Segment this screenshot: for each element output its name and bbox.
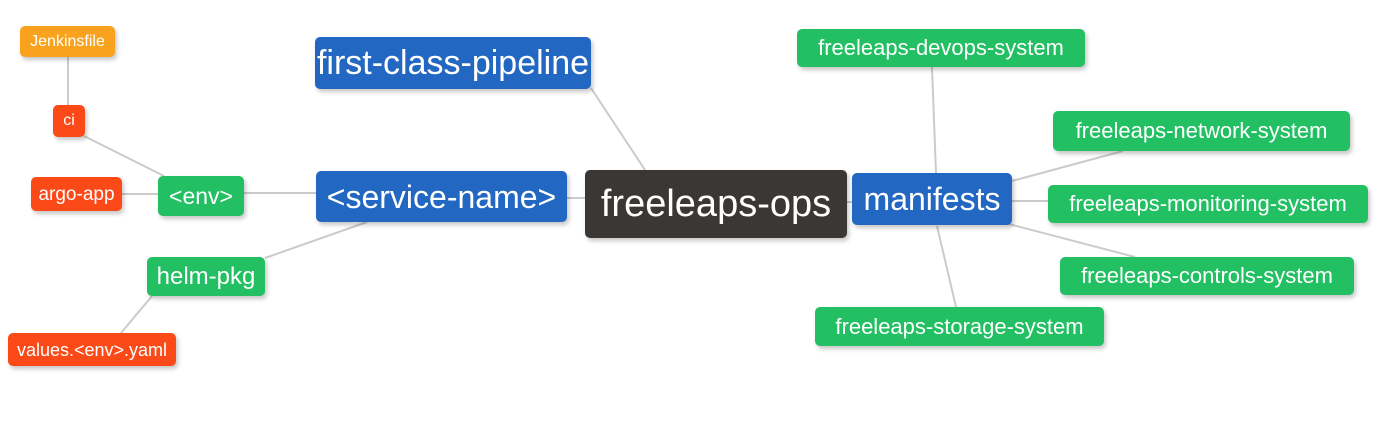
node-devops-system[interactable]: freeleaps-devops-system (797, 29, 1085, 67)
node-label: freeleaps-network-system (1075, 118, 1328, 143)
node-argo-app[interactable]: argo-app (31, 177, 122, 211)
node-manifests[interactable]: manifests (852, 173, 1012, 225)
edge-manifests-devops-system (931, 66, 937, 174)
edge-manifests-network-system (1011, 150, 1124, 182)
node-freeleaps-ops[interactable]: freeleaps-ops (585, 170, 847, 238)
node-label: values.<env>.yaml (16, 339, 168, 360)
node-label: Jenkinsfile (30, 32, 105, 50)
node-ci[interactable]: ci (53, 105, 85, 137)
edge-helm-pkg-service-name (264, 221, 368, 259)
node-label: manifests (863, 181, 1001, 217)
node-label: ci (63, 112, 75, 129)
node-service-name[interactable]: <service-name> (316, 171, 567, 222)
node-storage-system[interactable]: freeleaps-storage-system (815, 307, 1104, 346)
node-jenkinsfile[interactable]: Jenkinsfile (20, 26, 115, 57)
node-monitoring-system[interactable]: freeleaps-monitoring-system (1048, 185, 1368, 223)
node-label: <service-name> (326, 178, 557, 215)
node-label: <env> (169, 182, 233, 209)
edge-manifests-storage-system (936, 225, 957, 308)
node-label: freeleaps-storage-system (835, 313, 1084, 339)
node-first-class-pipeline[interactable]: first-class-pipeline (315, 37, 591, 89)
node-label: freeleaps-ops (600, 183, 832, 225)
edge-first-class-pipeline-freeleaps-ops (590, 87, 646, 171)
node-env[interactable]: <env> (158, 176, 244, 216)
edge-values-env-yaml-helm-pkg (120, 295, 153, 334)
edge-manifests-controls-system (1004, 222, 1136, 258)
node-controls-system[interactable]: freeleaps-controls-system (1060, 257, 1354, 295)
node-network-system[interactable]: freeleaps-network-system (1053, 111, 1350, 151)
node-label: freeleaps-monitoring-system (1069, 191, 1347, 216)
node-label: helm-pkg (156, 262, 256, 290)
node-label: freeleaps-devops-system (818, 35, 1064, 60)
node-label: argo-app (38, 183, 115, 205)
edge-ci-env (83, 135, 165, 177)
node-helm-pkg[interactable]: helm-pkg (147, 257, 265, 296)
node-values-env-yaml[interactable]: values.<env>.yaml (8, 333, 176, 366)
node-label: first-class-pipeline (316, 44, 590, 82)
node-label: freeleaps-controls-system (1081, 263, 1333, 288)
